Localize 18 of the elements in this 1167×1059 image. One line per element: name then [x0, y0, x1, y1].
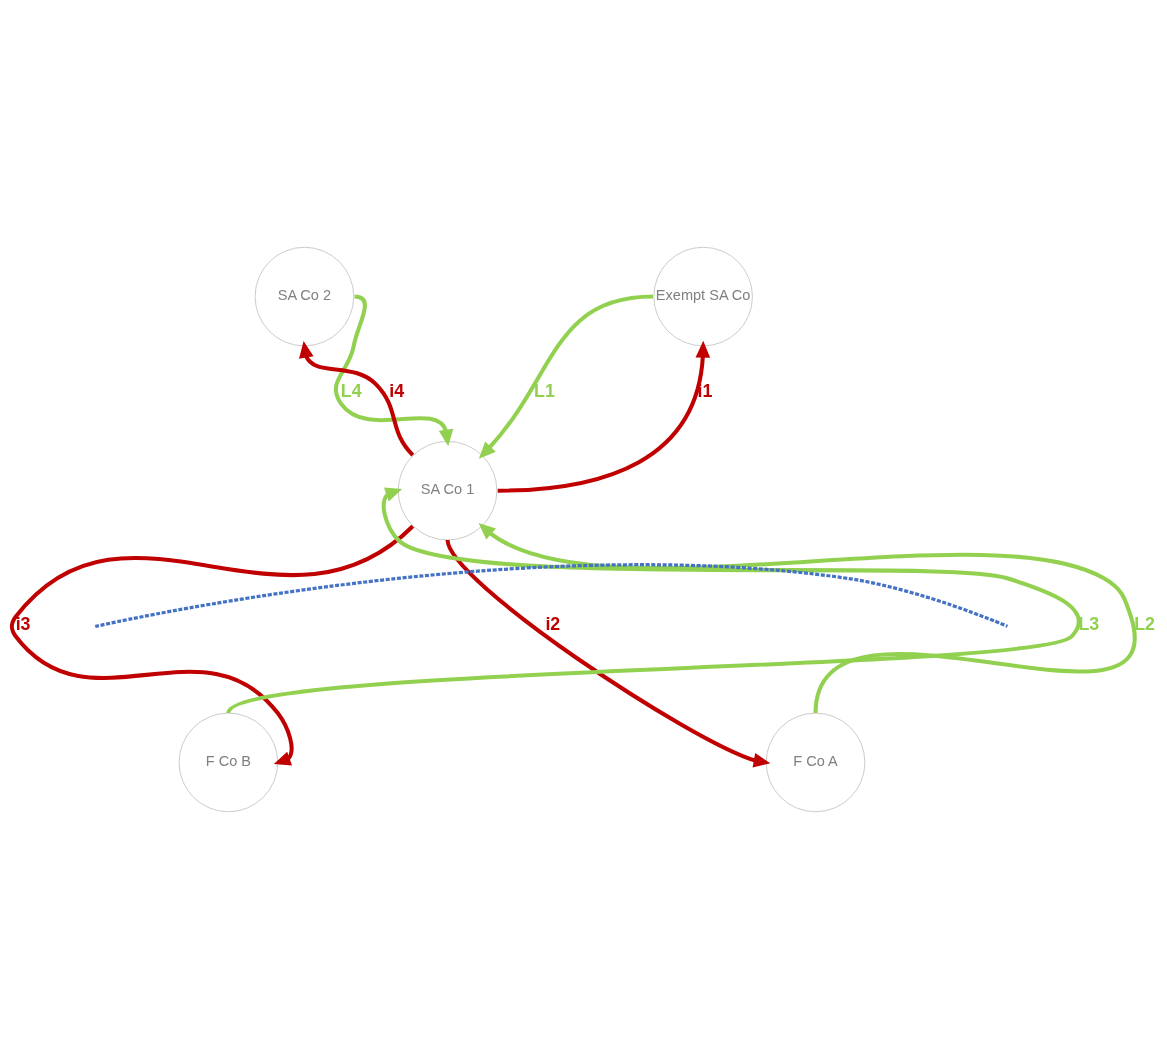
- arrow: [333, 294, 454, 447]
- arrow: [445, 539, 771, 768]
- edge-label: i4: [389, 381, 405, 402]
- arrow: [497, 340, 711, 493]
- node-circle: F Co A: [765, 712, 866, 813]
- arrow: [9, 524, 415, 766]
- edge-label: i3: [15, 614, 31, 635]
- edge-label: i1: [697, 381, 713, 402]
- edge-label: L1: [534, 381, 555, 402]
- arrow: [299, 340, 415, 457]
- node-circle: SA Co 2: [254, 246, 355, 347]
- node-circle: Exempt SA Co: [653, 246, 753, 347]
- edge-label: L2: [1134, 614, 1155, 635]
- edge-label: L3: [1078, 614, 1100, 635]
- edge-label: i2: [545, 614, 561, 635]
- edge-label: L4: [340, 381, 362, 402]
- arrow: [478, 294, 654, 459]
- node-circle: F Co B: [178, 712, 279, 813]
